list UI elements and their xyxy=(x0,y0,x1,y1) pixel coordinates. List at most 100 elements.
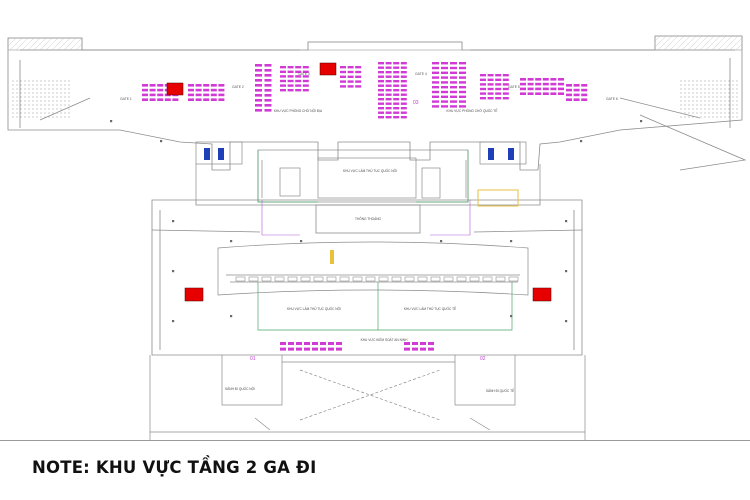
seat xyxy=(385,93,392,96)
seat xyxy=(450,76,457,79)
seat xyxy=(385,84,392,87)
seat xyxy=(378,107,384,110)
seat xyxy=(336,347,342,351)
seat xyxy=(264,94,272,97)
seat xyxy=(581,98,588,101)
seat xyxy=(400,102,407,105)
seat xyxy=(527,82,534,86)
seat xyxy=(393,75,400,78)
structural-columns xyxy=(110,120,643,323)
seat xyxy=(378,80,384,83)
seat xyxy=(287,70,294,73)
seat xyxy=(441,81,448,84)
seat xyxy=(550,92,557,95)
gate-labels: GATE 1 GATE 2 GATE 3 GATE 4 GATE 5 GATE … xyxy=(120,72,618,101)
seat xyxy=(404,342,410,345)
checkin-counter xyxy=(287,276,298,282)
gate-label: GATE 2 xyxy=(232,85,244,89)
seat xyxy=(142,84,148,87)
seat xyxy=(393,84,400,87)
seat xyxy=(412,347,418,351)
seat xyxy=(535,78,542,81)
seat xyxy=(450,95,457,98)
domestic-lounge-label: KHU VỰC PHÒNG CHỜ NỘI ĐỊA xyxy=(274,108,323,113)
seat xyxy=(203,84,210,87)
seat xyxy=(328,347,334,351)
checkin-counter xyxy=(274,276,285,282)
seat xyxy=(441,76,448,79)
international-hall-label: KHU VỰC LÀM THỦ TỤC QUỐC TẾ xyxy=(404,306,456,311)
seat xyxy=(188,88,194,92)
seat xyxy=(188,98,194,101)
column xyxy=(565,320,568,323)
seat xyxy=(255,69,262,72)
seat xyxy=(542,78,549,81)
seat xyxy=(264,79,272,82)
gate-label: GATE 6 xyxy=(606,97,618,101)
seat xyxy=(480,87,486,91)
seat xyxy=(400,107,407,110)
international-lounge-label: KHU VỰC PHÒNG CHỜ QUỐC TẾ xyxy=(447,108,498,113)
seat xyxy=(480,78,486,81)
gate-label: GATE 4 xyxy=(415,72,427,76)
seat xyxy=(393,93,400,96)
column xyxy=(565,220,568,223)
checkin-counter xyxy=(235,276,246,282)
seat xyxy=(340,85,346,88)
seat xyxy=(312,347,318,351)
seat xyxy=(558,92,564,95)
seat xyxy=(542,92,549,95)
seat xyxy=(432,100,439,103)
seat xyxy=(295,79,302,83)
marker-gate-3 xyxy=(319,62,337,76)
seat xyxy=(487,83,494,86)
seat xyxy=(566,98,572,101)
seat xyxy=(495,92,502,95)
seat xyxy=(520,78,526,81)
seat xyxy=(385,116,392,119)
checkin-counters xyxy=(235,276,519,282)
seat xyxy=(264,104,272,107)
floor-plan: GATE 1 GATE 2 GATE 3 GATE 4 GATE 5 GATE … xyxy=(7,35,747,440)
column xyxy=(172,270,175,273)
seat xyxy=(203,93,210,97)
seat xyxy=(400,98,407,101)
seat xyxy=(340,66,346,69)
seat xyxy=(255,99,262,102)
seat xyxy=(218,93,225,97)
seat xyxy=(520,87,526,91)
seat xyxy=(566,93,572,97)
seat xyxy=(558,78,564,81)
seating-blocks xyxy=(142,62,588,351)
seat xyxy=(558,87,564,91)
seat xyxy=(320,342,326,345)
seat xyxy=(320,347,326,351)
seat xyxy=(312,342,318,345)
seat xyxy=(304,342,310,345)
seat xyxy=(355,70,362,74)
checkin-counter xyxy=(378,276,389,282)
seat xyxy=(581,84,588,87)
seat xyxy=(378,111,384,114)
seat xyxy=(295,70,302,73)
seat xyxy=(385,98,392,101)
seat xyxy=(280,84,286,87)
seat xyxy=(347,85,354,88)
seat xyxy=(385,80,392,83)
seat xyxy=(385,66,392,69)
seat xyxy=(495,97,502,100)
seat xyxy=(459,81,466,84)
seat xyxy=(280,342,286,345)
seat xyxy=(195,98,202,101)
sanh-di-qt-label: SẢNH ĐI QUỐC TẾ xyxy=(486,388,514,393)
seat xyxy=(487,87,494,91)
seat xyxy=(210,93,217,97)
seat xyxy=(210,88,217,92)
column xyxy=(640,120,643,123)
checkin-counter xyxy=(495,276,506,282)
seat xyxy=(450,100,457,103)
seat xyxy=(264,109,272,112)
seat xyxy=(195,93,202,97)
seat xyxy=(302,66,309,69)
seat xyxy=(400,66,407,69)
